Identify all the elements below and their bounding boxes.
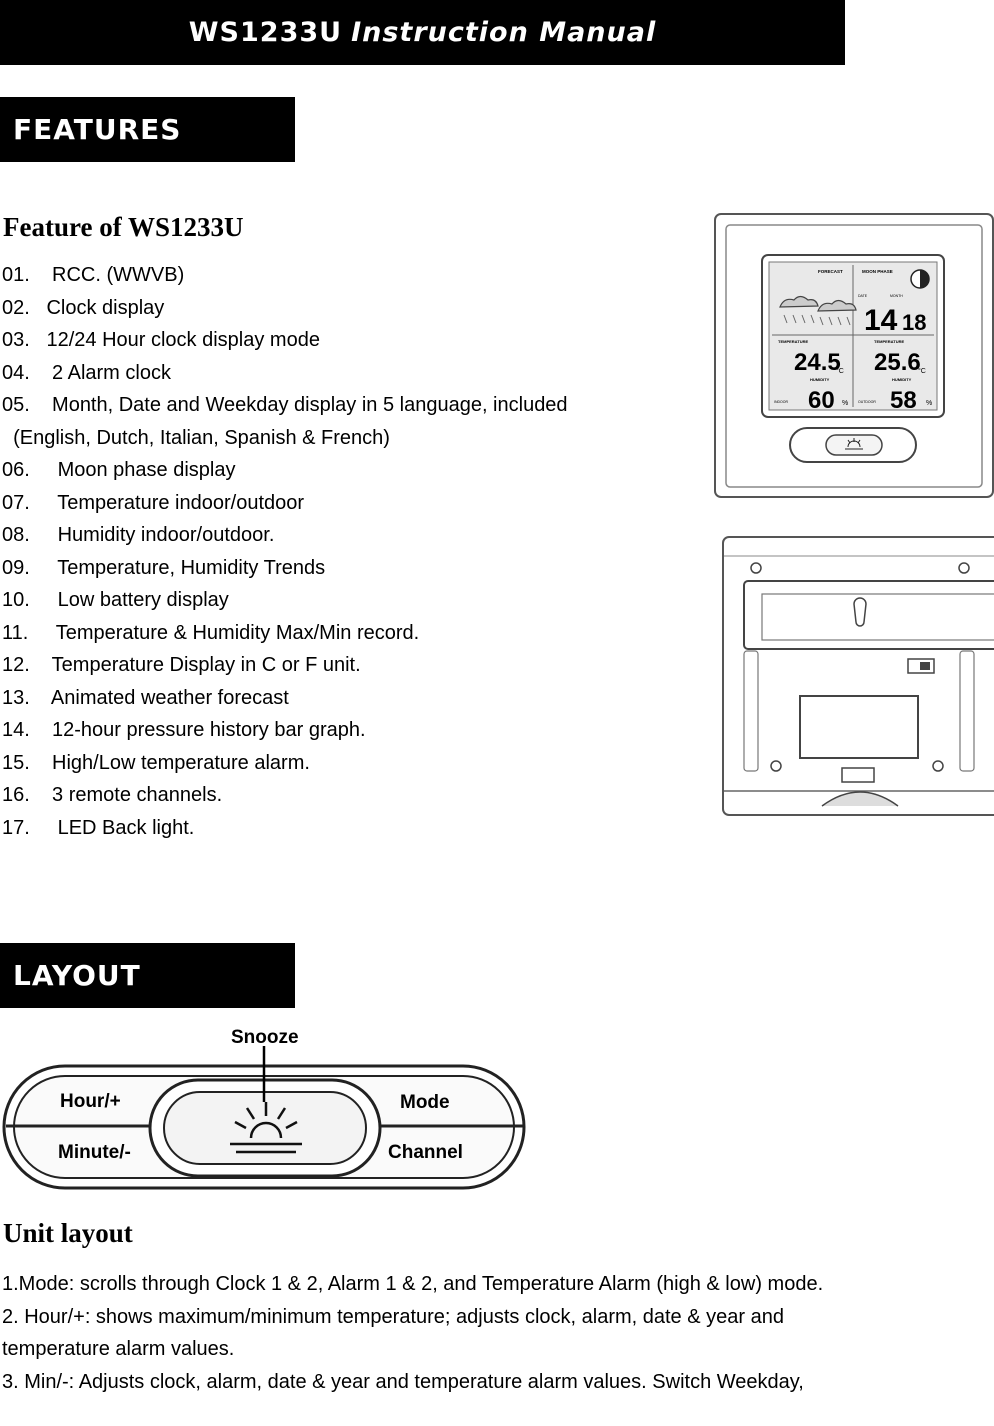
feature-item: 06. Moon phase display <box>2 459 236 481</box>
feature-item: 04. 2 Alarm clock <box>2 361 171 384</box>
feature-item: 12. Temperature Display in C or F unit. <box>2 654 361 676</box>
outdoor-temp-unit: °C <box>918 367 926 375</box>
feature-item: 05. Month, Date and Weekday display in 5… <box>2 394 568 416</box>
outdoor-temp-label: TEMPERATURE <box>874 339 904 344</box>
feature-item: 16. 3 remote channels. <box>2 784 223 806</box>
feature-item: 11. Temperature & Humidity Max/Min recor… <box>2 621 420 644</box>
device-front-illustration: FORECAST MOON PHASE DATE MONTH 14 18 TEM… <box>714 213 994 498</box>
feature-item: 09. Temperature, Humidity Trends <box>2 556 326 579</box>
feature-item: 02. Clock display <box>2 296 165 319</box>
device-back-illustration <box>722 536 994 816</box>
features-list: 01. RCC. (WWVB) 02. Clock display 03. 12… <box>2 259 568 844</box>
layout-label: LAYOUT <box>13 959 141 992</box>
indoor-label: INDOOR <box>774 400 788 404</box>
cloud-icon <box>817 299 857 312</box>
indoor-humidity-label: HUMIDITY <box>810 377 830 382</box>
feature-item: 17. LED Back light. <box>2 816 195 839</box>
outdoor-humidity: 58 <box>890 387 917 414</box>
outdoor-label: OUTDOOR <box>858 400 876 404</box>
mode-button-label: Mode <box>400 1092 450 1113</box>
outdoor-temp: 25.6 <box>874 349 921 376</box>
wall-hanger-icon <box>853 597 867 627</box>
description-paragraph: 3. Min/-: Adjusts clock, alarm, date & y… <box>2 1370 804 1393</box>
sun-backlight-icon <box>230 1102 302 1154</box>
outdoor-humidity-unit: % <box>926 400 932 407</box>
indoor-humidity: 60 <box>808 387 835 414</box>
feature-item: 03. 12/24 Hour clock display mode <box>2 329 320 351</box>
feature-item: 14. 12-hour pressure history bar graph. <box>2 719 366 741</box>
moon-phase-label: MOON PHASE <box>862 269 893 274</box>
unit-layout-heading: Unit layout <box>3 1218 133 1248</box>
backlight-icon <box>845 438 863 450</box>
layout-section-bar: LAYOUT <box>0 943 295 1008</box>
indoor-temp-unit: °C <box>836 367 844 375</box>
feature-item: (English, Dutch, Italian, Spanish & Fren… <box>2 426 390 449</box>
feature-item: 01. RCC. (WWVB) <box>2 264 185 286</box>
feature-item: 07. Temperature indoor/outdoor <box>2 491 305 514</box>
features-label: FEATURES <box>13 113 182 146</box>
channel-button-label: Channel <box>388 1142 463 1163</box>
rain-icon <box>783 314 851 326</box>
feature-item: 08. Humidity indoor/outdoor. <box>2 524 275 546</box>
forecast-label: FORECAST <box>818 269 843 274</box>
unit-layout-description: 1.Mode: scrolls through Clock 1 & 2, Ala… <box>2 1268 882 1398</box>
month-label: MONTH <box>890 294 903 298</box>
outdoor-humidity-label: HUMIDITY <box>892 377 912 382</box>
description-paragraph: 2. Hour/+: shows maximum/minimum tempera… <box>2 1305 784 1361</box>
features-section-bar: FEATURES <box>0 97 295 162</box>
cloud-icon <box>779 295 819 308</box>
title-model: WS1233U <box>188 17 343 48</box>
date-label: DATE <box>858 294 868 298</box>
indoor-temp-label: TEMPERATURE <box>778 339 808 344</box>
button-layout-diagram: Snooze Hour/+ Mode Minute/- Channel <box>2 1027 526 1190</box>
feature-item: 15. High/Low temperature alarm. <box>2 751 310 774</box>
minute-button-label: Minute/- <box>58 1142 131 1163</box>
hour-button-label: Hour/+ <box>60 1091 121 1112</box>
document-title-bar: WS1233U Instruction Manual <box>0 0 845 65</box>
battery-compartment <box>799 695 919 759</box>
feature-item: 10. Low battery display <box>2 589 229 611</box>
clock-minute: 18 <box>902 310 926 335</box>
title-manual: Instruction Manual <box>351 17 657 48</box>
indoor-temp: 24.5 <box>794 349 841 376</box>
feature-item: 13. Animated weather forecast <box>2 686 289 709</box>
snooze-button-label: Snooze <box>231 1027 299 1048</box>
description-paragraph: 1.Mode: scrolls through Clock 1 & 2, Ala… <box>2 1273 824 1295</box>
clock-hour: 14 <box>864 304 898 337</box>
indoor-humidity-unit: % <box>842 400 848 407</box>
features-heading: Feature of WS1233U <box>3 212 244 242</box>
